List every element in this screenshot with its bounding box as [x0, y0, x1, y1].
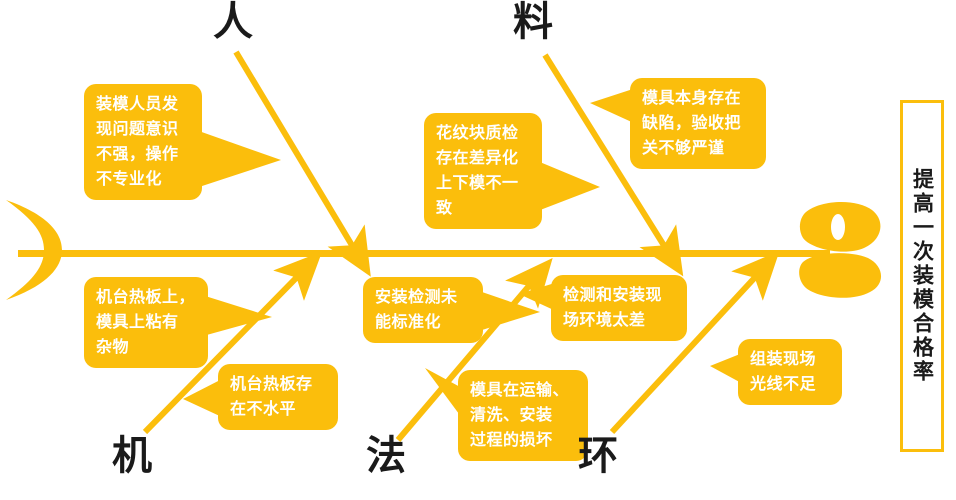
bone-ren — [233, 50, 371, 277]
bone-ji — [142, 251, 323, 435]
cause-bubble-fa-2[interactable]: 模具在运输、 清洗、安装 过程的损坏 — [458, 370, 588, 461]
bone-liao — [542, 53, 684, 277]
category-label-liao: 料 — [513, 0, 553, 44]
goal-text: 提高一次装模合格率 — [910, 168, 934, 384]
cause-bubble-fa-1[interactable]: 安装检测未 能标准化 — [363, 277, 483, 343]
cause-bubble-huan-1[interactable]: 检测和安装现 场环境太差 — [551, 275, 687, 341]
category-label-huan: 环 — [578, 434, 618, 478]
cause-bubble-liao-1[interactable]: 花纹块质检 存在差异化 上下模不一 致 — [424, 113, 542, 229]
cause-bubble-ji-2[interactable]: 机台热板存 在不水平 — [218, 364, 338, 430]
category-label-fa: 法 — [366, 434, 406, 478]
bubble-tail-c3 — [590, 88, 636, 124]
category-label-ji: 机 — [112, 434, 152, 478]
bubble-tail-c6 — [482, 292, 540, 330]
cause-bubble-ren-1[interactable]: 装模人员发 现问题意识 不强，操作 不专业化 — [84, 84, 202, 200]
cause-bubble-liao-2[interactable]: 模具本身存在 缺陷，验收把 关不够严谨 — [630, 78, 766, 169]
fish-head-lower-lobe-icon — [799, 253, 882, 298]
goal-box: 提高一次装模合格率 — [900, 100, 944, 452]
bubble-tail-c5 — [183, 378, 224, 418]
fish-tail-icon — [6, 200, 62, 300]
bubble-tail-c8 — [519, 282, 558, 312]
bubble-tail-c1 — [196, 130, 281, 188]
bone-huan — [609, 250, 780, 435]
category-label-ren: 人 — [213, 0, 253, 44]
bubble-tail-c4 — [202, 295, 272, 336]
bubble-tail-c2 — [535, 160, 600, 212]
cause-bubble-ji-1[interactable]: 机台热板上， 模具上粘有 杂物 — [84, 277, 208, 368]
fish-eye-icon — [831, 214, 845, 240]
cause-bubble-huan-2[interactable]: 组装现场 光线不足 — [738, 339, 842, 405]
bubble-tail-c9 — [710, 352, 745, 385]
bubble-tail-c7 — [425, 368, 462, 418]
